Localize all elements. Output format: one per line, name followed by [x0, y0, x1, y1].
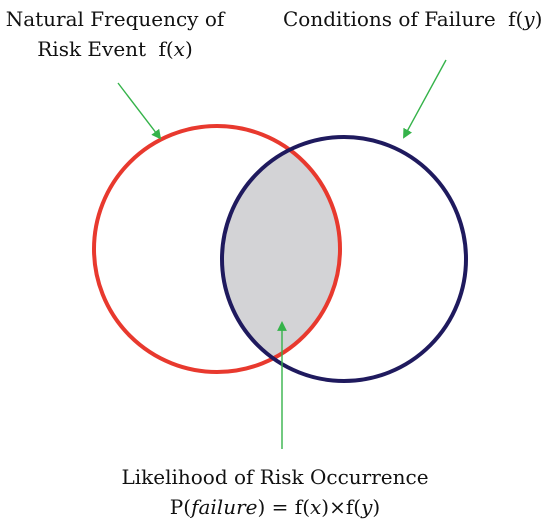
risk-event-circle [92, 124, 342, 374]
likelihood-label: Likelihood of Risk Occurrence P(failure)… [100, 462, 450, 522]
formula-times: × [329, 495, 346, 519]
natural-frequency-line1: Natural Frequency of [5, 7, 225, 31]
conditions-circle [220, 135, 468, 383]
conditions-of-failure-label: Conditions of Failure f(y) [283, 4, 542, 34]
formula-fy-name: f [345, 495, 354, 519]
formula-fx-var: x [310, 495, 322, 519]
formula-p: P [169, 495, 184, 519]
likelihood-title: Likelihood of Risk Occurrence [121, 465, 429, 489]
fy-var: y [523, 7, 535, 31]
probability-formula: P(failure) = f(x)×f(y) [169, 495, 381, 519]
fx-var: x [173, 37, 185, 61]
fy-name: f [508, 7, 516, 31]
arrow-to-circle-x [117, 82, 162, 140]
natural-frequency-line2: Risk Event f(x) [0, 34, 230, 64]
formula-equals: = [265, 495, 295, 519]
risk-event-text: Risk Event [37, 37, 147, 61]
arrow-to-circle-y [403, 59, 447, 139]
formula-p-arg: failure [191, 495, 258, 519]
fx-name: f [158, 37, 166, 61]
natural-frequency-label: Natural Frequency of Risk Event f(x) [0, 4, 230, 64]
fy-expression: f(y) [508, 7, 543, 31]
intersection-region [222, 137, 340, 372]
fx-expression: f(x) [158, 37, 193, 61]
formula-fx-name: f [294, 495, 303, 519]
conditions-text: Conditions of Failure [283, 7, 496, 31]
formula-fy-var: y [361, 495, 373, 519]
